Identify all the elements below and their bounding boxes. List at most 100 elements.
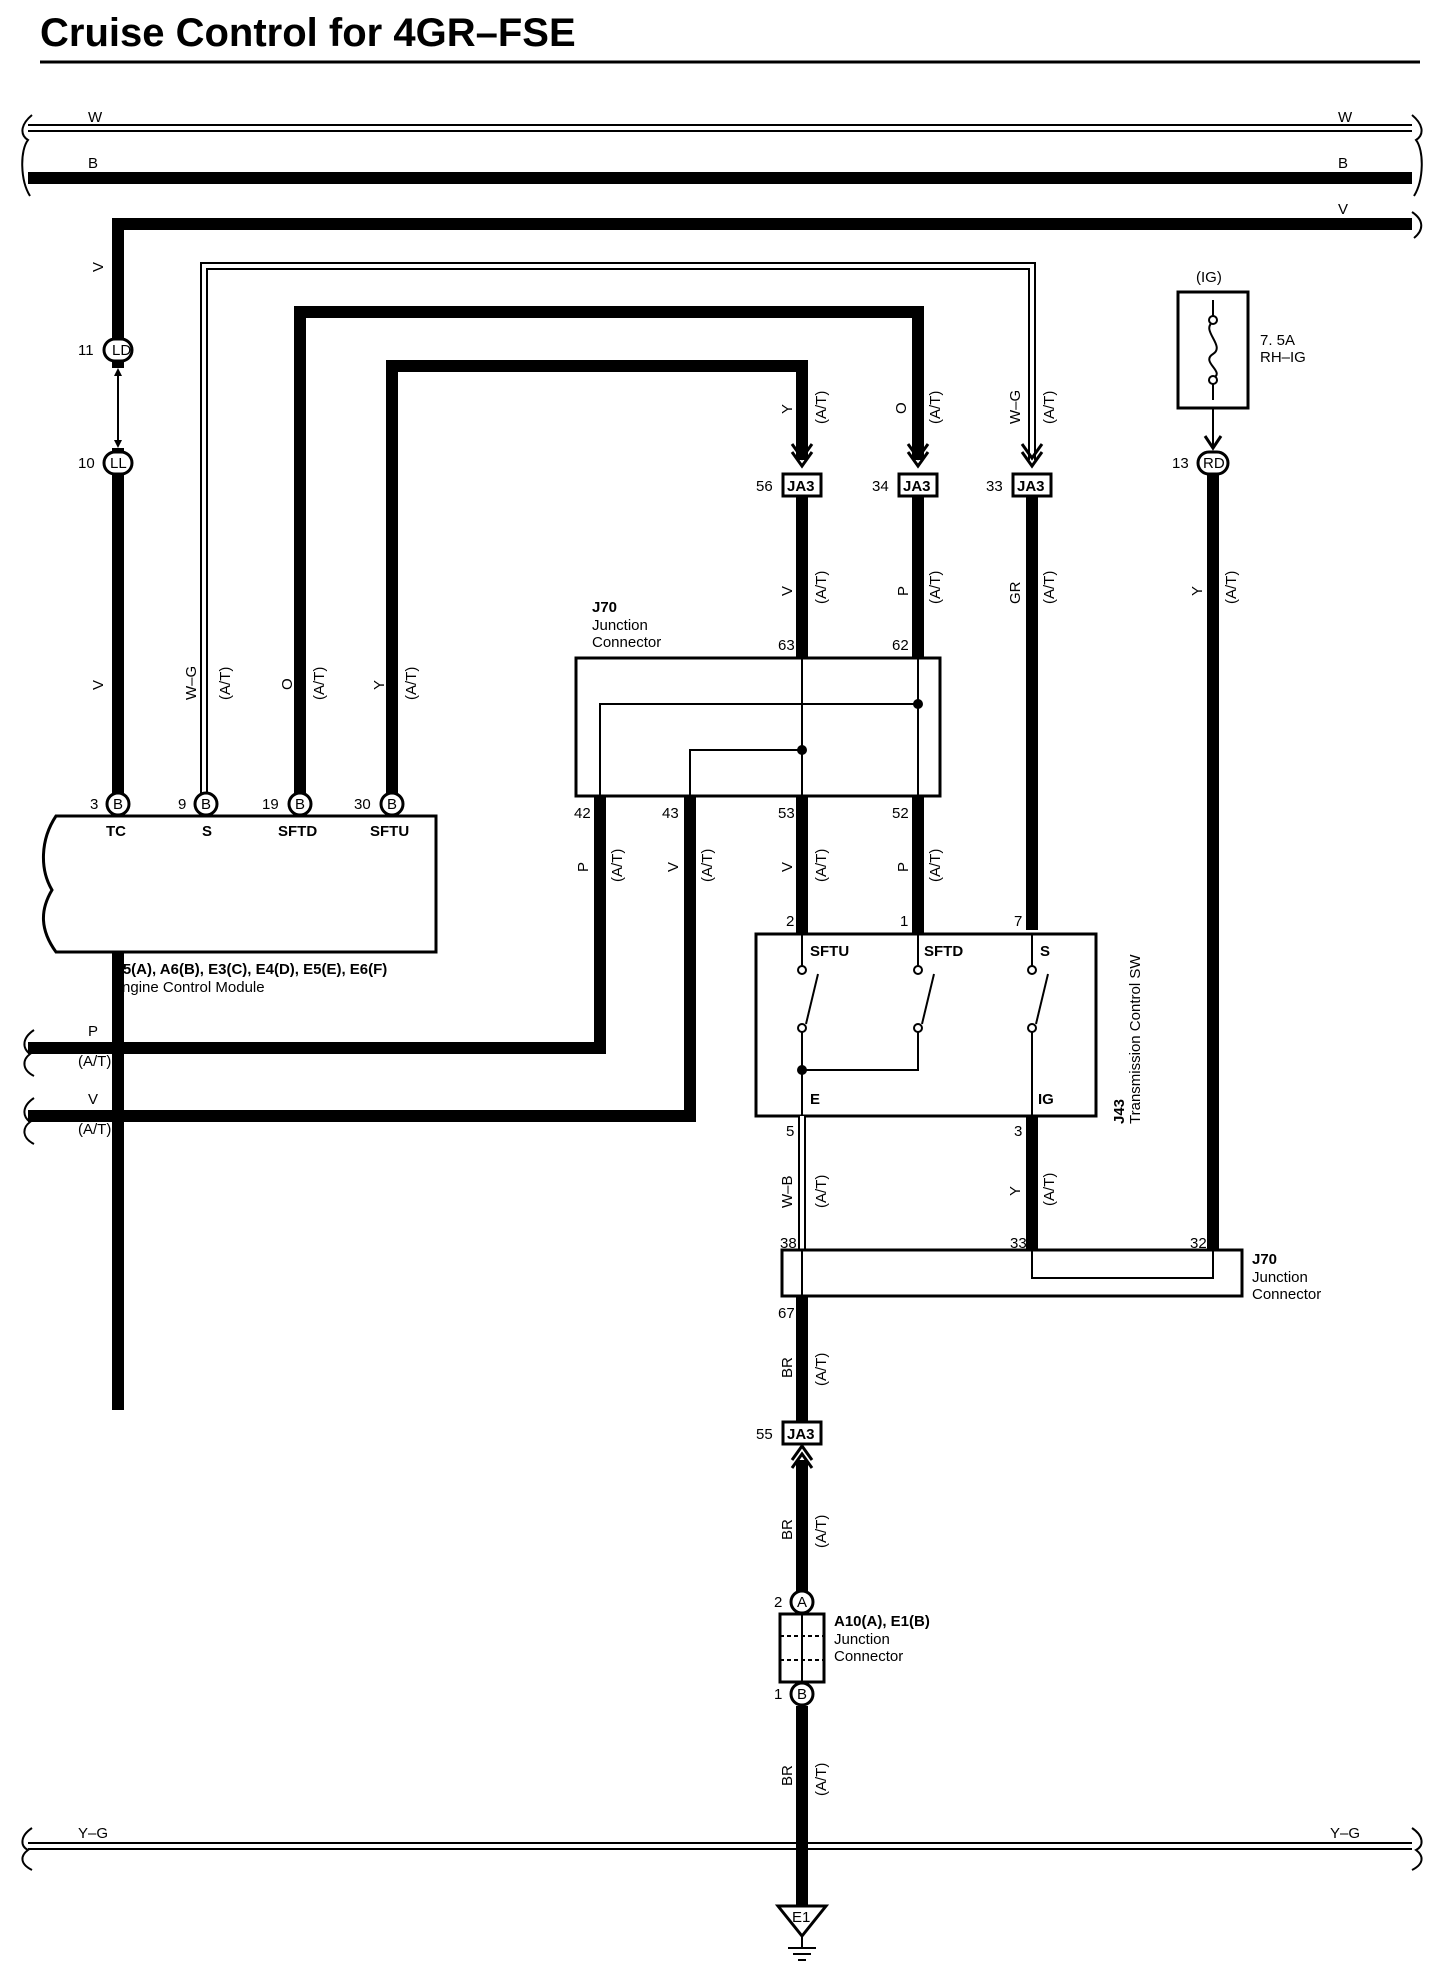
- j70-lower-id: J70: [1252, 1251, 1277, 1268]
- wire-label-v-left: V: [88, 1091, 98, 1108]
- wire-label-br-1: BR: [779, 1357, 796, 1378]
- ll-pin: 10: [78, 455, 95, 472]
- wire-label-at-v-j70-43: (A/T): [699, 849, 716, 882]
- wire-label-y-top: Y: [779, 404, 796, 414]
- bus-b-label-right: B: [1338, 155, 1348, 172]
- ja3-connector-55: JA3 55: [756, 1420, 823, 1446]
- ecm-pin-s-num: 9: [178, 796, 186, 813]
- tcs-pin-7: 7: [1014, 913, 1022, 930]
- j70-upper: J70 Junction Connector 63 62 42 43 53 52: [574, 599, 942, 822]
- ecm-pin-sftu-name: SFTU: [370, 823, 409, 840]
- ja3-code-56: JA3: [787, 478, 815, 495]
- ecm-pin-sftd-conn: B: [295, 796, 305, 813]
- wire-label-at-br-1: (A/T): [813, 1353, 830, 1386]
- bus-w: W W: [28, 109, 1412, 132]
- jc-pin-top: 2: [774, 1594, 782, 1611]
- bus-w-label-right: W: [1338, 109, 1353, 126]
- wire-label-at-v-mid: (A/T): [813, 571, 830, 604]
- fuse-rating: 7. 5A: [1260, 332, 1295, 349]
- wire-label-at-y-tcs: (A/T): [1041, 1173, 1058, 1206]
- wire-label-y-ecm: Y: [371, 680, 388, 690]
- jc-id: A10(A), E1(B): [834, 1613, 930, 1630]
- wire-p-left: [28, 796, 606, 1054]
- ja3-connector-56: JA3 56: [756, 472, 823, 498]
- tcs-term-e: E: [810, 1091, 820, 1108]
- wire-label-v-tc: V: [90, 680, 107, 690]
- jc-name1: Junction: [834, 1631, 890, 1648]
- wire-label-at-y-ig: (A/T): [1223, 571, 1240, 604]
- break-p-left: [23, 1029, 35, 1077]
- ecm-pin-sftu-num: 30: [354, 796, 371, 813]
- ground-e1: E1: [774, 1904, 830, 1961]
- ecm-pin-sftd: B 19 SFTD: [262, 791, 317, 840]
- ld-pin: 11: [78, 342, 94, 359]
- fuse-element: [1208, 300, 1218, 400]
- j70-lower-name1: Junction: [1252, 1269, 1308, 1286]
- tcs-term-ig: IG: [1038, 1091, 1054, 1108]
- ja3-arrow-33: [1020, 443, 1044, 469]
- rd-pin: 13: [1172, 455, 1189, 472]
- j70-upper-name1: Junction: [592, 617, 648, 634]
- j70-lower: 38 33 32 67 J70 Junction Connector: [778, 1235, 1321, 1322]
- rd-code: RD: [1203, 455, 1225, 472]
- ja3-pin-34: 34: [872, 478, 889, 495]
- bus-break-right: [1411, 114, 1423, 239]
- wire-label-at-v-left: (A/T): [78, 1121, 111, 1138]
- ecm-pin-s-conn: B: [201, 796, 211, 813]
- wire-label-at-gr: (A/T): [1041, 571, 1058, 604]
- jc-conn-bottom: B: [797, 1686, 807, 1703]
- wire-label-at-v-j70-53: (A/T): [813, 849, 830, 882]
- wire-v-left: [28, 796, 696, 1122]
- connector-ld: LD 11: [78, 337, 134, 363]
- ecm-pin-tc-num: 3: [90, 796, 98, 813]
- jc-name2: Connector: [834, 1648, 903, 1665]
- wire-label-at-br-2: (A/T): [813, 1515, 830, 1548]
- ecm-id-line: A5(A), A6(B), E3(C), E4(D), E5(E), E6(F): [112, 961, 387, 978]
- fuse-name: RH–IG: [1260, 349, 1306, 366]
- wire-label-p-mid: P: [895, 586, 912, 596]
- j70-pin-53: 53: [778, 805, 795, 822]
- j70-pin-62: 62: [892, 637, 909, 654]
- jc-pin-bottom: 1: [774, 1686, 782, 1703]
- j70-pin-63: 63: [778, 637, 795, 654]
- wire-label-br-3: BR: [779, 1765, 796, 1786]
- j70-lower-name2: Connector: [1252, 1286, 1321, 1303]
- wire-label-at-p-j70-52: (A/T): [927, 849, 944, 882]
- ja3-arrow-34: [906, 443, 930, 469]
- ja3-code-33: JA3: [1017, 478, 1045, 495]
- ecm-block: B 3 TC B 9 S B 19 SFTD B 30 SFTU A5(A), …: [41, 791, 438, 996]
- wire-label-o-ecm: O: [279, 678, 296, 690]
- j70-pin-42: 42: [574, 805, 591, 822]
- wire-label-wb: W–B: [779, 1175, 796, 1208]
- ecm-pin-sftu: B 30 SFTU: [354, 791, 409, 840]
- wire-label-gr: GR: [1007, 581, 1024, 604]
- ja3-code-55: JA3: [787, 1426, 815, 1443]
- tcs-pin-3: 3: [1014, 1123, 1022, 1140]
- ja3-connector-34: JA3 34: [872, 472, 939, 498]
- junction-connector-a10-e1: A 2 B 1 A10(A), E1(B) Junction Connector: [774, 1589, 930, 1707]
- ja3-code-34: JA3: [903, 478, 931, 495]
- ja3-pin-56: 56: [756, 478, 773, 495]
- wire-label-at-p-j70-42: (A/T): [609, 849, 626, 882]
- jc-conn-top: A: [797, 1594, 807, 1611]
- wire-label-y-ig: Y: [1189, 586, 1206, 596]
- wire-label-at-y-top: (A/T): [813, 391, 830, 424]
- ecm-pin-tc: B 3 TC: [90, 791, 131, 840]
- wire-label-br-2: BR: [779, 1519, 796, 1540]
- wire-label-at-wg-top: (A/T): [1041, 391, 1058, 424]
- bus-w-label-left: W: [88, 109, 103, 126]
- j70-lower-pin-33: 33: [1010, 1235, 1027, 1252]
- bus-break-left: [21, 114, 33, 197]
- wire-label-o-top: O: [893, 402, 910, 414]
- j70-upper-id: J70: [592, 599, 617, 616]
- connector-ll: LL 10: [78, 450, 134, 476]
- tcs-name: Transmission Control SW: [1127, 954, 1144, 1124]
- wire-label-at-o-top: (A/T): [927, 391, 944, 424]
- ja3-connector-33: JA3 33: [986, 472, 1053, 498]
- j70-lower-pin-67: 67: [778, 1305, 795, 1322]
- j70-pin-52: 52: [892, 805, 909, 822]
- bus-yg: Y–G Y–G: [21, 1825, 1423, 1871]
- wire-label-at-o-ecm: (A/T): [311, 667, 328, 700]
- wire-label-at-p-left: (A/T): [78, 1053, 111, 1070]
